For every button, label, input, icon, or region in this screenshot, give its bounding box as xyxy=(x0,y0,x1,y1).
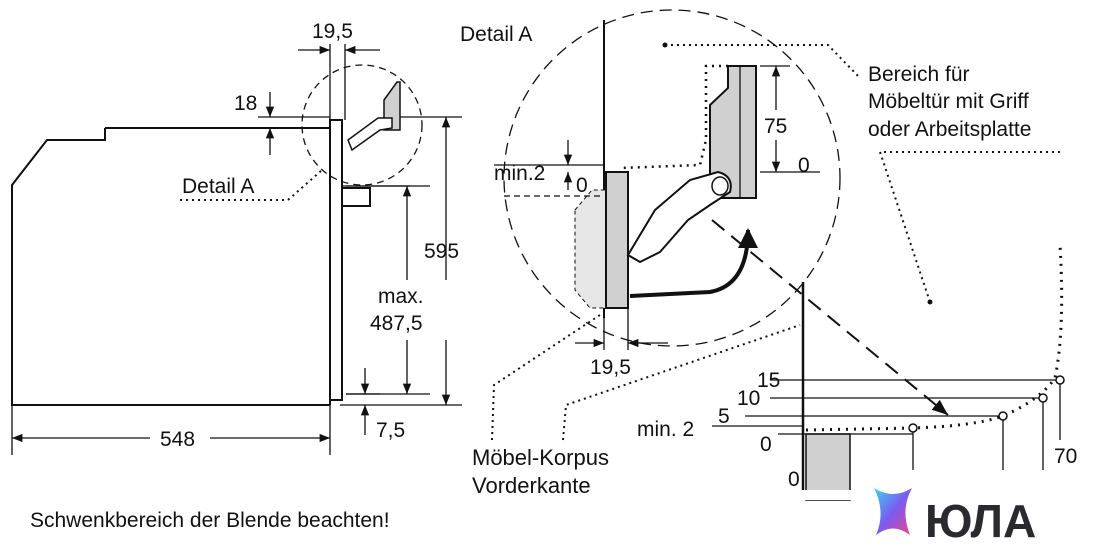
logo-wordmark: ЮЛА xyxy=(925,495,1036,547)
footer-note: Schwenkbereich der Blende beachten! xyxy=(30,509,390,532)
dim-19-5-top xyxy=(298,44,380,120)
dim-19-5-detail xyxy=(575,308,668,350)
dim-min2-detail xyxy=(494,140,604,197)
dim-75-label: 75 xyxy=(764,115,787,138)
dim-487-5-label: 487,5 xyxy=(370,312,423,335)
dim-19-5-detail-label: 19,5 xyxy=(590,356,631,379)
dim-595-label: 595 xyxy=(424,240,459,263)
dim-548 xyxy=(11,330,331,455)
bereich-label-line3: oder Arbeitsplatte xyxy=(868,118,1031,141)
bereich-label-line2: Möbeltür mit Griff xyxy=(868,90,1029,113)
bereich-label-line1: Bereich für xyxy=(868,63,970,86)
dim-max-label: max. xyxy=(378,285,424,308)
dim-548-label: 548 xyxy=(160,428,195,451)
dim-18-label: 18 xyxy=(234,92,257,115)
detail-a-large-circle xyxy=(503,9,949,416)
bereich-leader-bottom xyxy=(878,151,1060,303)
graph-y-10: 10 xyxy=(737,387,760,410)
oven-side-view xyxy=(11,119,410,406)
dim-7-5-label: 7,5 xyxy=(376,419,405,442)
dim-7-5 xyxy=(346,368,380,435)
dim-487-5-label-bg xyxy=(370,280,450,340)
graph-x-70: 70 xyxy=(1054,445,1077,468)
detail-a-left-leader xyxy=(180,169,323,201)
graph-y-min2: min. 2 xyxy=(637,418,694,441)
dim-75 xyxy=(760,65,820,173)
moebel-label-line1: Möbel-Korpus xyxy=(472,445,609,470)
logo-mark-icon xyxy=(874,488,912,535)
detail-a-top-label: Detail A xyxy=(460,23,532,46)
swing-graph xyxy=(712,244,1065,501)
dim-min2-detail-label: min.2 xyxy=(494,162,545,185)
dim-0-detail-label: 0 xyxy=(576,174,588,197)
dim-595 xyxy=(340,116,462,406)
graph-y-5: 5 xyxy=(718,405,730,428)
dim-0-right-label: 0 xyxy=(798,154,810,177)
dim-18 xyxy=(258,92,330,155)
detail-a-left-label: Detail A xyxy=(182,175,254,198)
detail-a-small-circle xyxy=(301,64,423,186)
graph-x-0: 0 xyxy=(788,468,800,491)
bereich-leader-top xyxy=(665,44,861,79)
moebel-leader-2 xyxy=(562,324,801,441)
graph-y-15: 15 xyxy=(757,369,780,392)
moebel-leader-1 xyxy=(491,314,601,441)
dim-19-5-top-label: 19,5 xyxy=(312,20,353,43)
yula-logo: ЮЛА xyxy=(866,472,1100,550)
moebel-label-line2: Vorderkante xyxy=(472,473,591,498)
graph-y-0: 0 xyxy=(760,433,772,456)
